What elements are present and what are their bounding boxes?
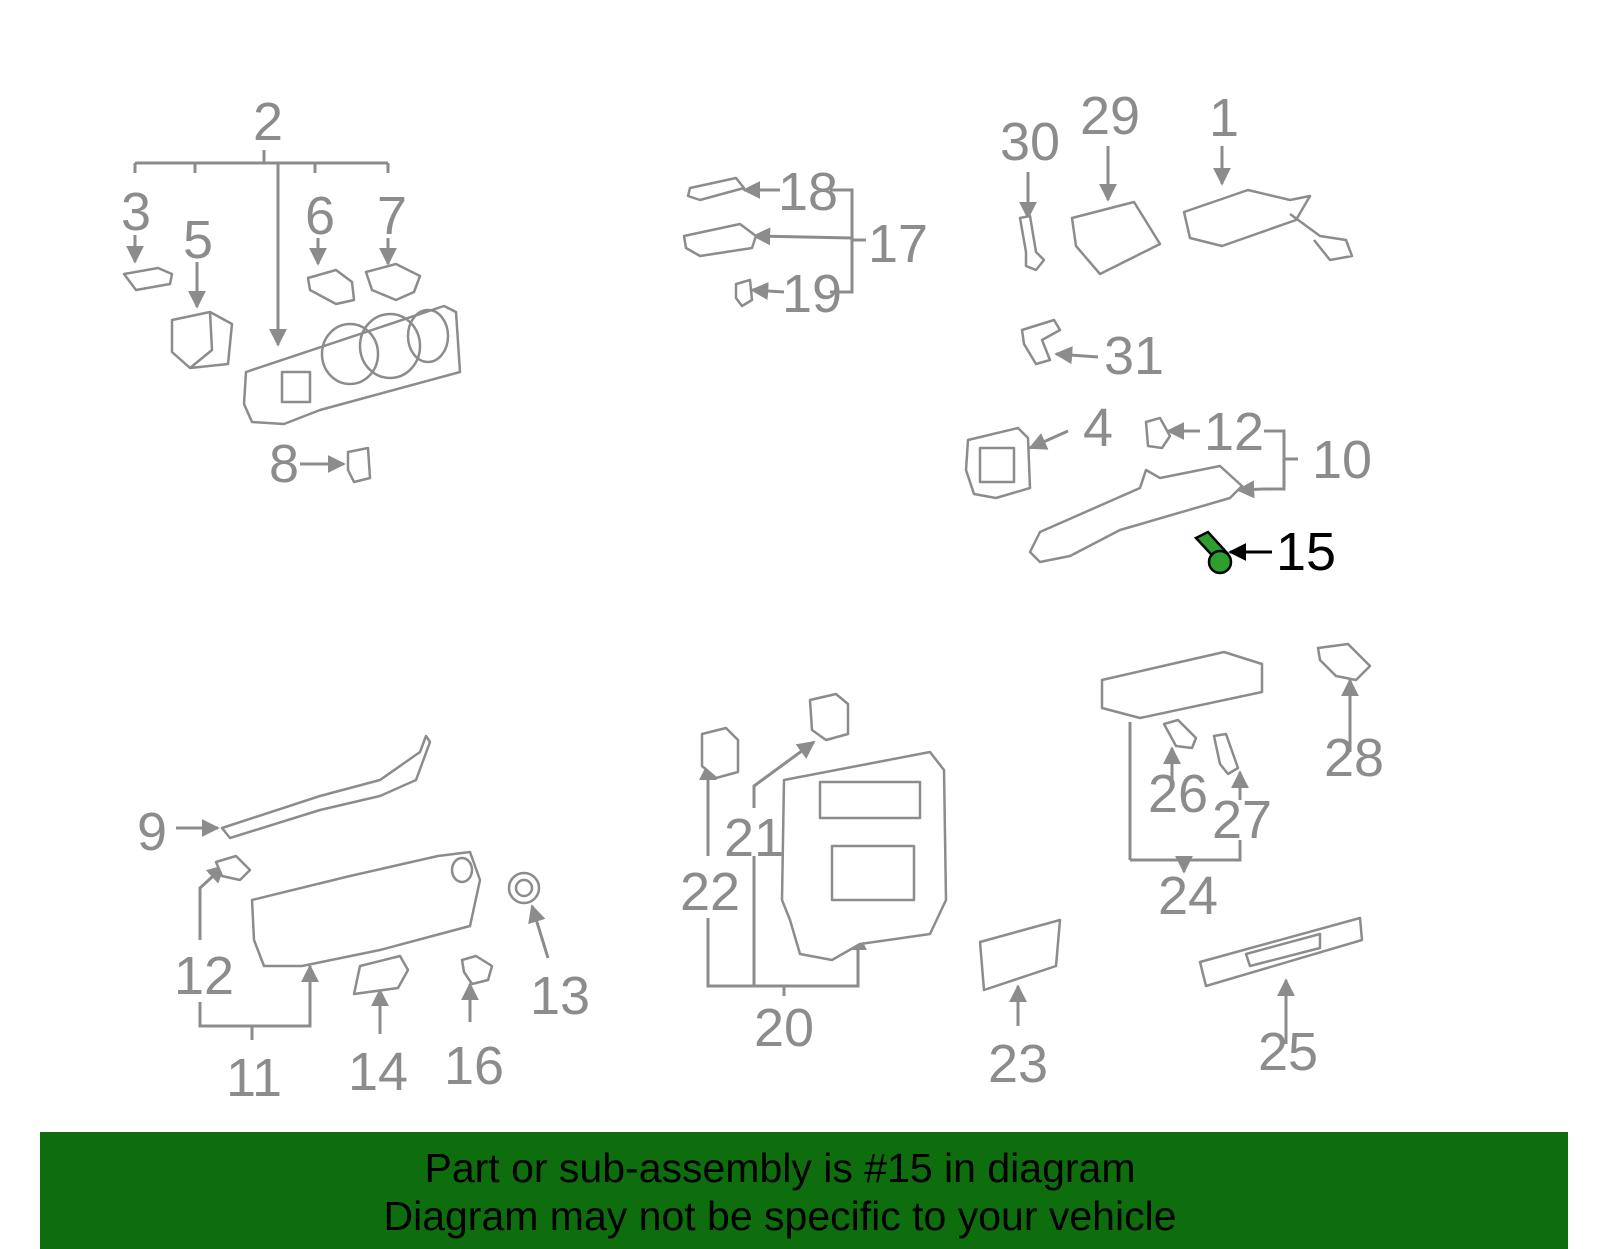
part-27[interactable] xyxy=(1212,732,1240,776)
callout-14: 14 xyxy=(348,1042,408,1102)
callout-29: 29 xyxy=(1080,86,1140,146)
part-19[interactable] xyxy=(734,278,754,308)
part-12-upper[interactable] xyxy=(1144,416,1172,450)
part-5[interactable] xyxy=(170,310,234,370)
banner-vehicle-note: Diagram may not be specific to your vehi… xyxy=(383,1193,1177,1239)
part-7[interactable] xyxy=(364,262,422,302)
callout-24: 24 xyxy=(1158,866,1218,926)
leader-lines xyxy=(126,146,1359,1044)
callout-4: 4 xyxy=(1083,398,1113,458)
part-3[interactable] xyxy=(122,266,174,292)
callout-15: 15 xyxy=(1276,522,1336,582)
callout-20: 20 xyxy=(754,998,814,1058)
part-23[interactable] xyxy=(978,918,1062,992)
part-9[interactable] xyxy=(220,734,432,840)
part-16[interactable] xyxy=(460,954,494,986)
part-11[interactable] xyxy=(250,850,482,968)
part-6[interactable] xyxy=(306,268,356,306)
part-26[interactable] xyxy=(1162,718,1198,750)
part-14[interactable] xyxy=(352,954,410,996)
callout-12-lower: 12 xyxy=(174,946,234,1006)
callout-13: 13 xyxy=(530,966,590,1026)
part-21[interactable] xyxy=(808,692,850,742)
part-12-lower[interactable] xyxy=(214,854,252,882)
callout-25: 25 xyxy=(1258,1022,1318,1082)
part-10[interactable] xyxy=(1028,464,1244,564)
part-drawings xyxy=(122,176,1372,996)
callout-8: 8 xyxy=(269,434,299,494)
callout-28: 28 xyxy=(1324,728,1384,788)
callout-18: 18 xyxy=(778,162,838,222)
part-4[interactable] xyxy=(964,426,1032,500)
callout-16: 16 xyxy=(444,1036,504,1096)
callout-7: 7 xyxy=(377,186,407,246)
part-30[interactable] xyxy=(1018,214,1046,272)
part-8[interactable] xyxy=(346,446,372,484)
part-13[interactable] xyxy=(507,871,541,905)
part-1[interactable] xyxy=(1182,188,1312,248)
callout-12-upper: 12 xyxy=(1204,402,1264,462)
callout-10: 10 xyxy=(1312,430,1372,490)
part-2-cluster[interactable] xyxy=(242,304,462,426)
callout-9: 9 xyxy=(137,802,167,862)
callout-22: 22 xyxy=(680,862,740,922)
callout-21: 21 xyxy=(724,808,784,868)
part-28[interactable] xyxy=(1316,642,1372,682)
callout-17: 17 xyxy=(868,214,928,274)
part-25[interactable] xyxy=(1198,916,1364,988)
part-18[interactable] xyxy=(686,176,746,202)
callout-19: 19 xyxy=(782,264,842,324)
callout-5: 5 xyxy=(183,210,213,270)
callout-labels: 1 2 3 4 5 6 7 8 9 10 11 12 12 13 14 15 1… xyxy=(121,86,1384,1108)
callout-23: 23 xyxy=(988,1034,1048,1094)
part-15-highlighted[interactable] xyxy=(1193,530,1233,575)
callout-1: 1 xyxy=(1209,88,1239,148)
callout-6: 6 xyxy=(305,186,335,246)
part-29[interactable] xyxy=(1070,200,1162,276)
callout-30: 30 xyxy=(1000,112,1060,172)
callout-2: 2 xyxy=(253,92,283,152)
callout-3: 3 xyxy=(121,182,151,242)
part-24[interactable] xyxy=(1100,650,1264,720)
callout-27: 27 xyxy=(1212,790,1272,850)
callout-31: 31 xyxy=(1104,326,1164,386)
banner-part-note: Part or sub-assembly is #15 in diagram xyxy=(424,1145,1136,1191)
part-22[interactable] xyxy=(700,726,740,780)
info-banner: Part or sub-assembly is #15 in diagram D… xyxy=(40,1132,1568,1249)
callout-11: 11 xyxy=(226,1048,282,1108)
callout-26: 26 xyxy=(1148,764,1208,824)
parts-diagram: 1 2 3 4 5 6 7 8 9 10 11 12 12 13 14 15 1… xyxy=(121,86,1384,1108)
part-31[interactable] xyxy=(1020,318,1062,366)
part-20[interactable] xyxy=(780,750,948,962)
part-17[interactable] xyxy=(682,222,758,258)
